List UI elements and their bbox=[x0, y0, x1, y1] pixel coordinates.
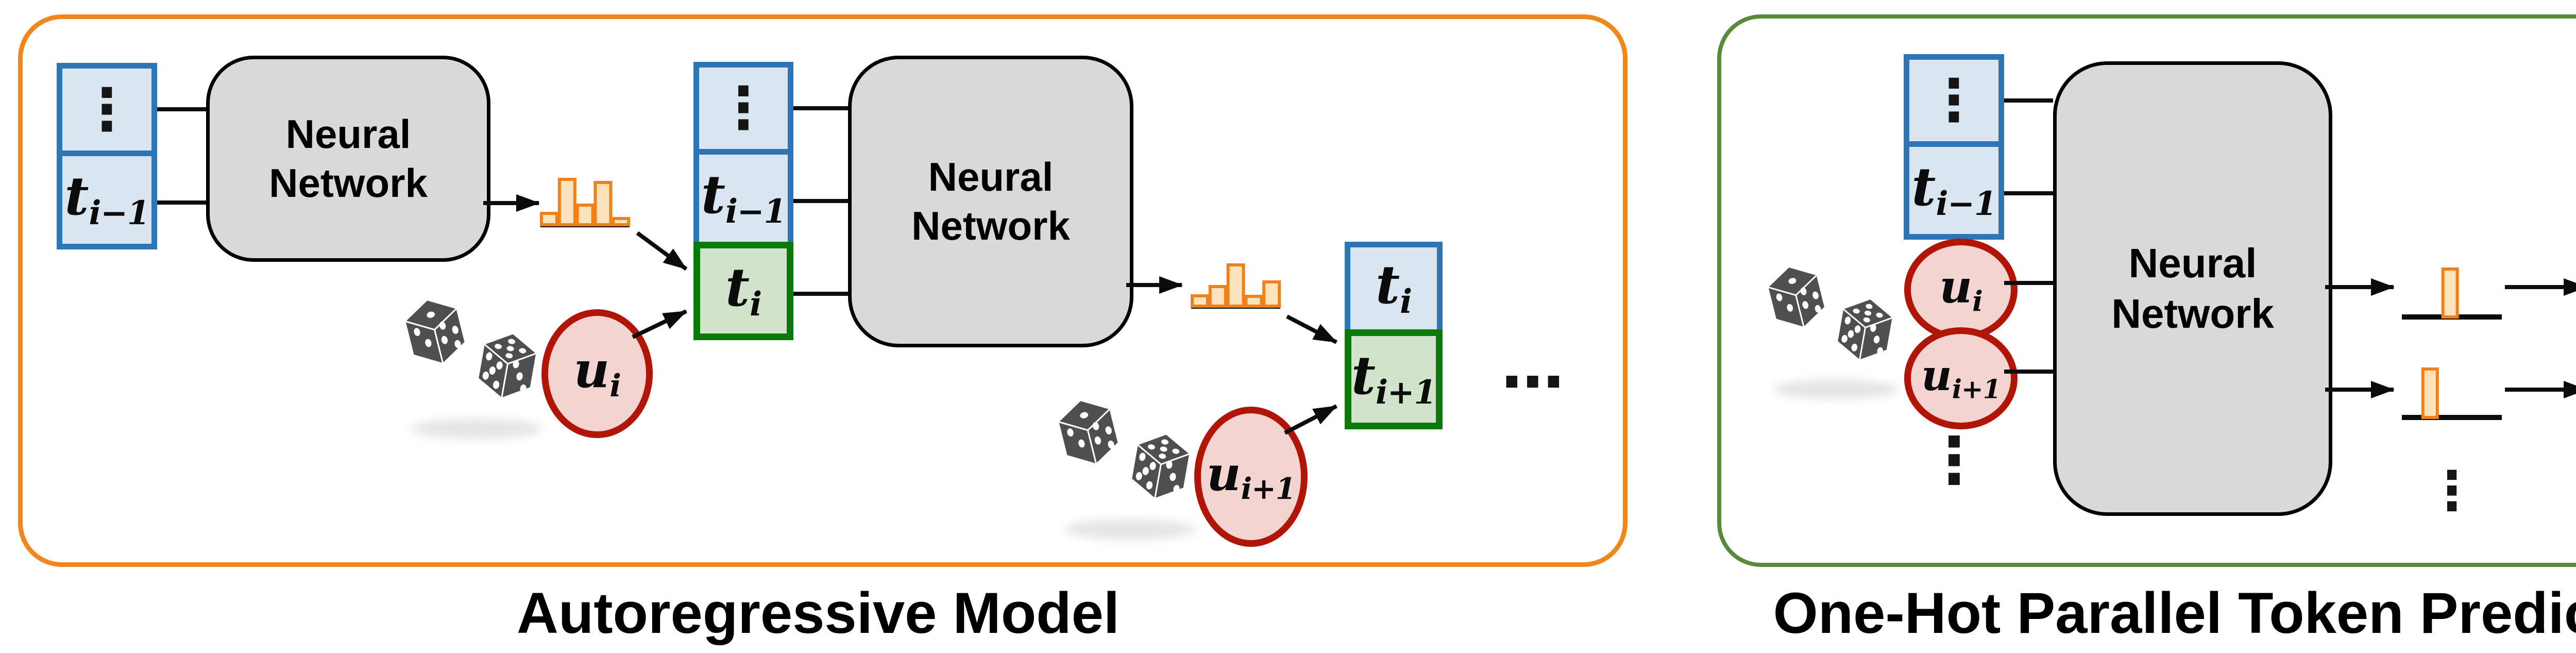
left-panel-caption: Autoregressive Model bbox=[516, 581, 1120, 645]
nn-label-line2: Network bbox=[911, 203, 1070, 248]
neural-network-box-2: Neural Network bbox=[848, 56, 1133, 347]
vertical-ellipsis: ⋮ bbox=[1922, 424, 1986, 498]
token-label-t-i: ti bbox=[725, 256, 762, 323]
noise-label-u-next: ui+1 bbox=[1921, 350, 2001, 405]
vertical-ellipsis: ⋮ bbox=[2425, 459, 2479, 522]
token-cell-ellipsis: ⋮ bbox=[57, 63, 157, 156]
noise-label-u-i: ui bbox=[1939, 260, 1983, 318]
token-label-t-prev: ti−1 bbox=[701, 163, 787, 230]
nn-label-line2: Network bbox=[269, 160, 428, 206]
noise-node-u-i: ui bbox=[541, 309, 653, 438]
autoregressive-panel bbox=[18, 14, 1628, 567]
token-cell-ellipsis: ⋮ bbox=[693, 62, 793, 155]
noise-label-u-next: ui+1 bbox=[1206, 445, 1296, 507]
output-token-stack: ti ti+1 bbox=[1345, 242, 1443, 429]
one-hot-panel bbox=[1717, 14, 2576, 567]
noise-node-u-next: ui+1 bbox=[1904, 327, 2018, 429]
token-cell-t-prev: ti−1 bbox=[57, 150, 157, 249]
vertical-ellipsis: ⋮ bbox=[1925, 67, 1983, 134]
horizontal-ellipsis: ⋯ bbox=[1501, 345, 1564, 418]
token-label-t-i: ti bbox=[1376, 254, 1412, 321]
noise-label-u-i: ui bbox=[573, 341, 621, 405]
input-token-stack: ⋮ ti−1 bbox=[1904, 54, 2004, 240]
right-panel-caption: One-Hot Parallel Token Prediction bbox=[1773, 581, 2576, 645]
token-cell-t-next-sampled: ti+1 bbox=[1345, 329, 1443, 429]
context-token-stack-2: ⋮ ti−1 ti bbox=[693, 62, 793, 340]
token-label-t-prev: ti−1 bbox=[1911, 156, 1997, 223]
neural-network-box-3: Neural Network bbox=[2053, 61, 2332, 516]
token-cell-ellipsis: ⋮ bbox=[1904, 54, 2004, 147]
token-cell-t-prev: ti−1 bbox=[693, 149, 793, 247]
token-cell-t-i-sampled: ti bbox=[693, 242, 793, 340]
neural-network-box-1: Neural Network bbox=[206, 56, 490, 262]
token-cell-t-prev: ti−1 bbox=[1904, 141, 2004, 240]
vertical-ellipsis: ⋮ bbox=[78, 76, 136, 143]
nn-label-line1: Neural bbox=[285, 111, 411, 157]
token-label-t-next: ti+1 bbox=[1351, 345, 1437, 412]
noise-node-u-i: ui bbox=[1904, 239, 2018, 341]
token-cell-t-i: ti bbox=[1345, 242, 1443, 335]
nn-label-line2: Network bbox=[2111, 291, 2274, 337]
vertical-ellipsis: ⋮ bbox=[715, 75, 772, 142]
nn-label-line1: Neural bbox=[928, 154, 1054, 199]
context-token-stack-1: ⋮ ti−1 bbox=[57, 63, 157, 249]
nn-label-line1: Neural bbox=[2128, 240, 2257, 287]
token-label-t-prev: ti−1 bbox=[64, 165, 150, 232]
noise-node-u-next: ui+1 bbox=[1194, 407, 1308, 547]
